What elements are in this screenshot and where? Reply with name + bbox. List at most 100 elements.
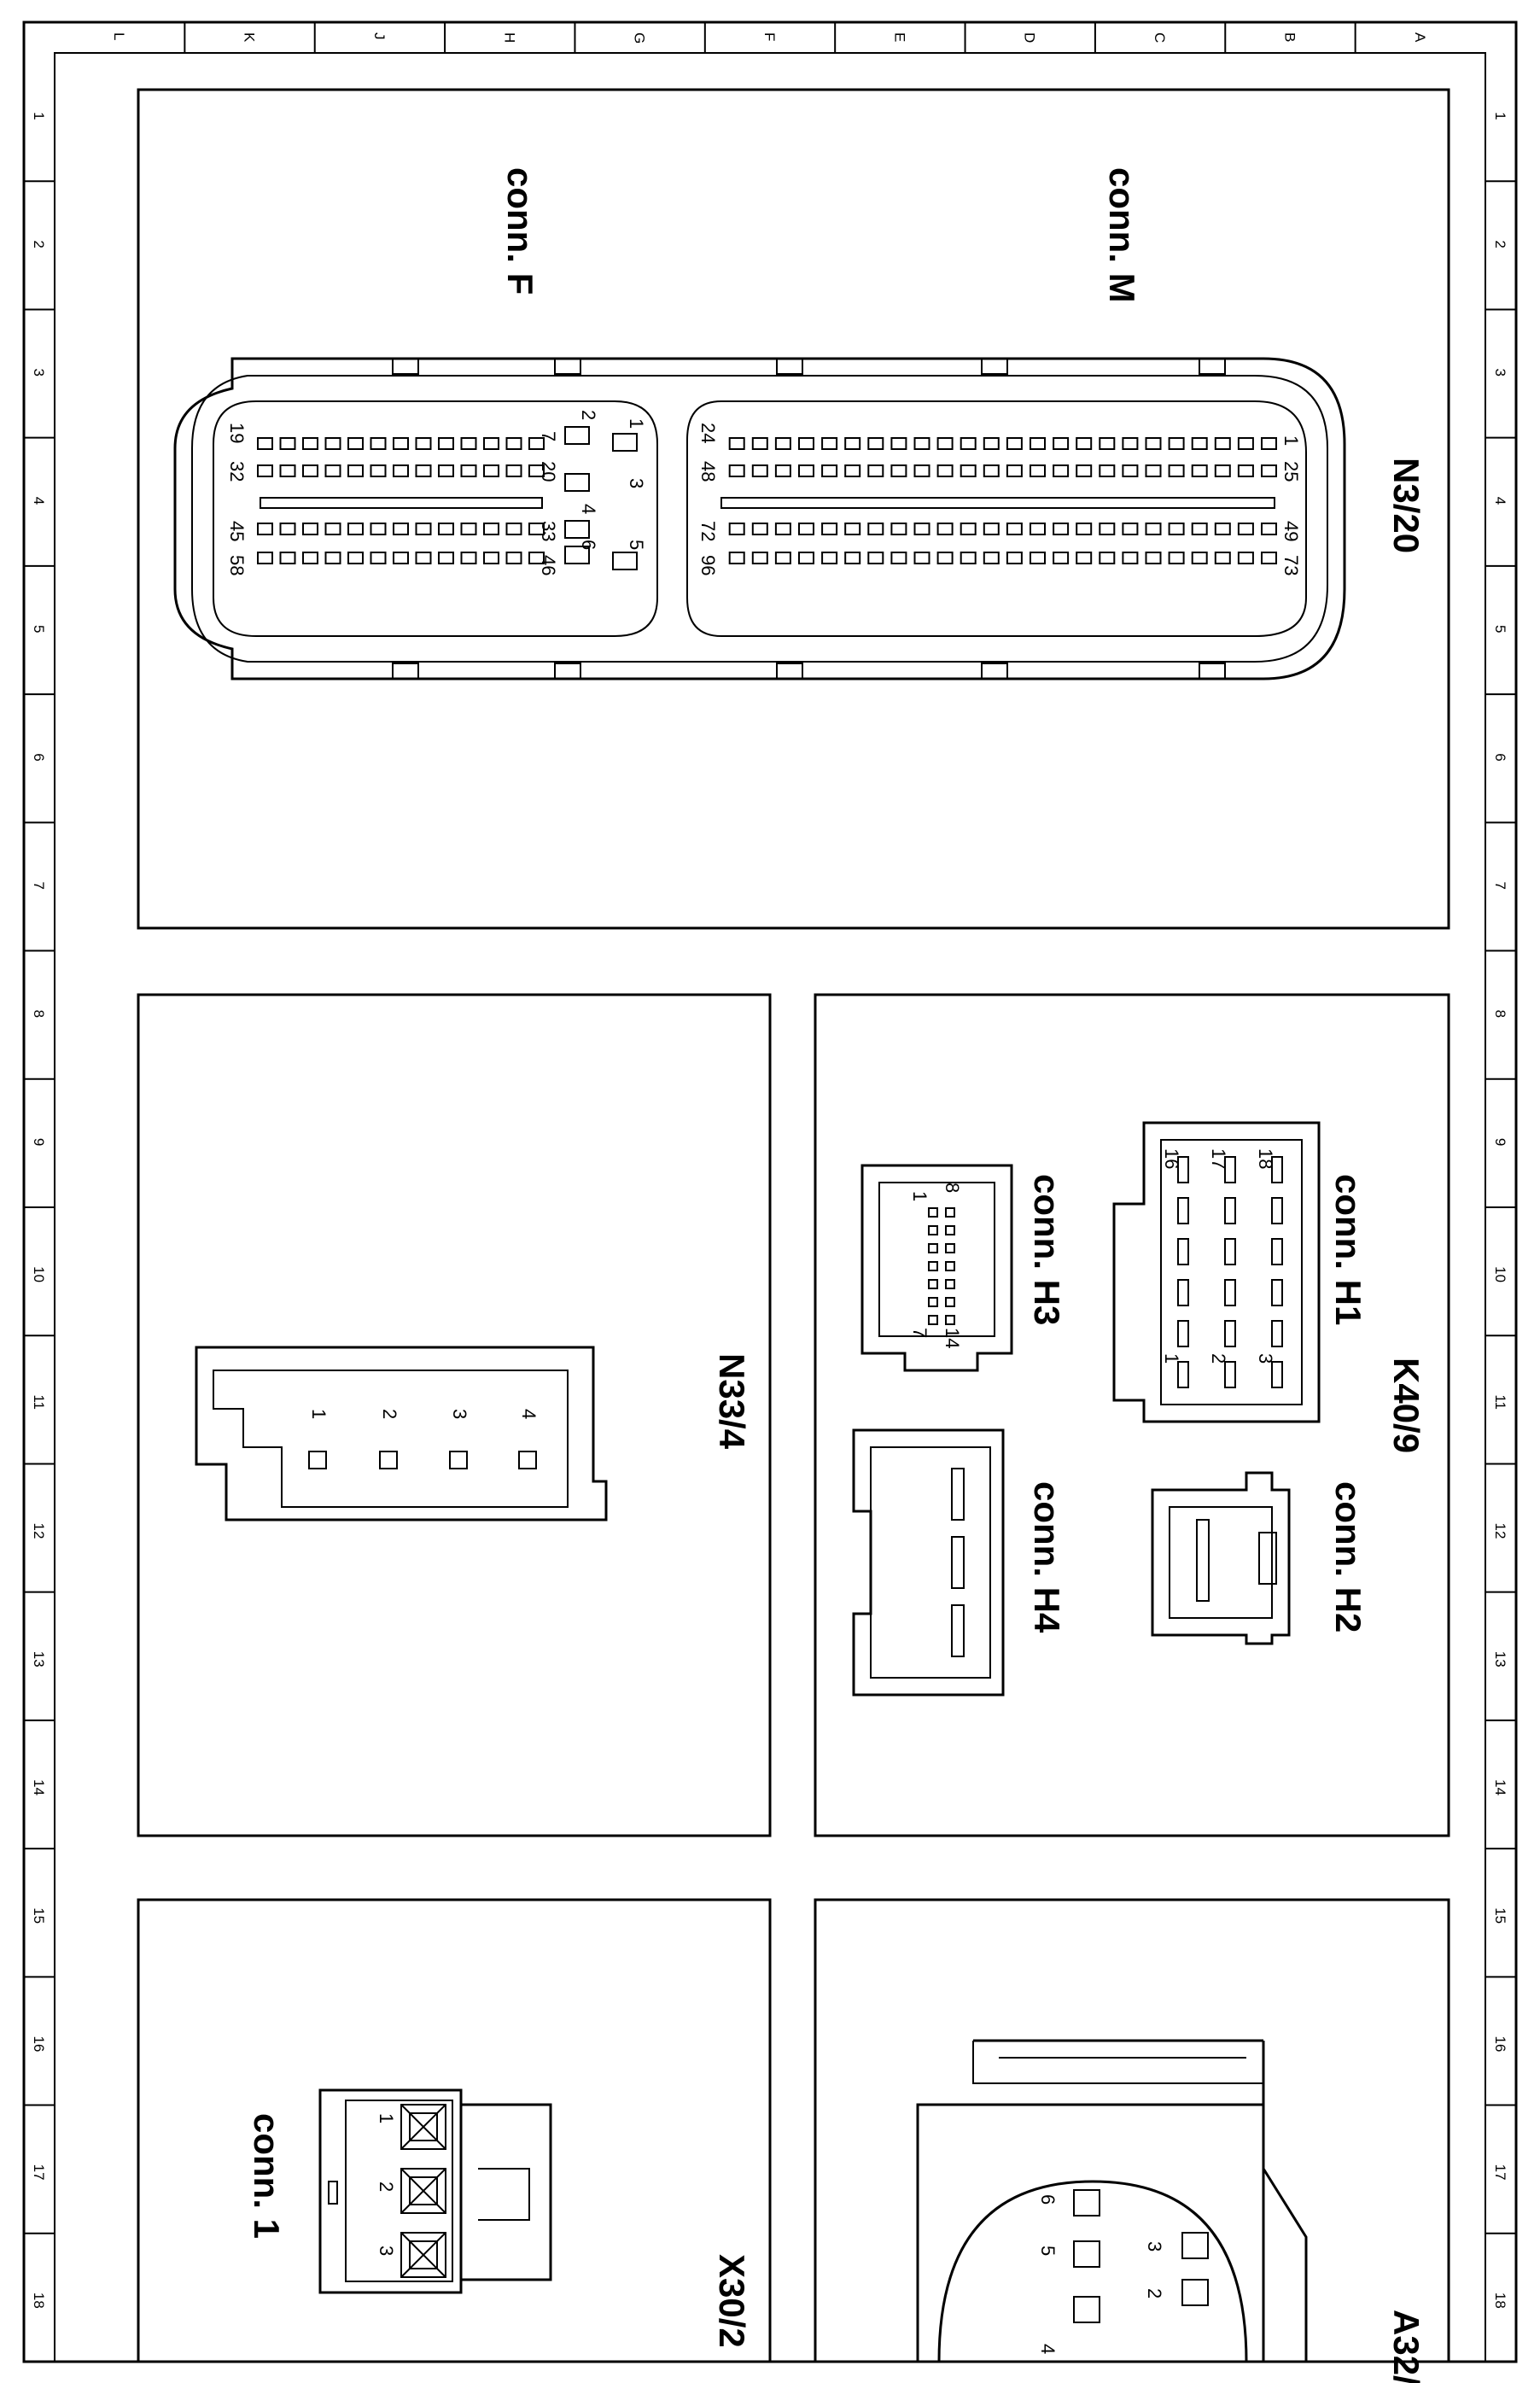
h3-pin-7: 7	[909, 1328, 930, 1338]
m-pin-cavity	[1099, 552, 1116, 564]
m-pin-cavity	[1168, 464, 1185, 477]
f-pin-cavity	[347, 437, 364, 450]
m-pin-cavity	[1214, 464, 1231, 477]
m-pin-cavity	[1053, 523, 1070, 535]
m-pin-cavity	[844, 437, 861, 450]
h4-blade-1	[951, 1468, 965, 1521]
m-pin-cavity	[1261, 437, 1277, 450]
conn-1-label: conn. 1	[247, 2113, 287, 2239]
m-pin-cavity	[960, 552, 977, 564]
grid-letter: K	[242, 32, 258, 43]
f-pin-cavity	[483, 523, 499, 535]
f-pin-cavity	[257, 464, 273, 477]
grid-number: 12	[1492, 1523, 1508, 1539]
f-pin-cavity	[460, 437, 477, 450]
m-pin-cavity	[798, 437, 814, 450]
f-pin-cavity	[257, 523, 273, 535]
m-pin-cavity	[1006, 464, 1023, 477]
h1-pin-17: 17	[1208, 1148, 1229, 1169]
h1-pin-cavity	[1224, 1238, 1236, 1265]
f-pin-58: 58	[226, 555, 248, 575]
n33-pin-box-1	[308, 1451, 327, 1469]
f-pin-cavity	[347, 464, 364, 477]
grid-letter: B	[1281, 32, 1298, 42]
m-pin-cavity	[821, 523, 838, 535]
m-pin-cavity	[913, 523, 930, 535]
conn-h1-label: conn. H1	[1328, 1174, 1368, 1325]
m-pin-cavity	[913, 437, 930, 450]
f-pin-19: 19	[226, 423, 248, 443]
h3-pin-cavity	[928, 1207, 938, 1218]
grid-number: 8	[31, 1010, 47, 1018]
h1-pin-cavity	[1224, 1279, 1236, 1306]
f-pin-cavity	[279, 523, 296, 535]
m-pin-1: 1	[1280, 435, 1302, 446]
panel-a32: A32/1 6 5 4 3 2	[814, 1898, 1450, 2383]
m-pin-cavity	[1168, 552, 1185, 564]
m-pin-cavity	[936, 437, 954, 450]
m-pin-cavity	[1145, 552, 1162, 564]
conn-h3-body: 8 1 14 7	[860, 1164, 1013, 1372]
n33-pin-box-4	[518, 1451, 537, 1469]
m-pin-cavity	[1076, 464, 1093, 477]
h1-pin-cavity	[1271, 1156, 1283, 1183]
f-pin-33: 33	[538, 521, 559, 541]
f-power-pin-5	[612, 552, 638, 570]
m-pin-cavity	[1030, 464, 1046, 477]
conn-h3-label: conn. H3	[1027, 1174, 1067, 1325]
m-pin-cavity	[774, 437, 791, 450]
m-pin-cavity	[890, 464, 907, 477]
grid-number: 7	[31, 881, 47, 889]
f-pin-4: 4	[578, 504, 599, 514]
x30-terminal-inner	[409, 2240, 438, 2269]
n33-4-connector: 1 2 3 4	[195, 1346, 608, 1521]
grid-number: 4	[1492, 497, 1508, 505]
h3-pin-cavity	[945, 1297, 955, 1307]
h1-pin-18: 18	[1255, 1148, 1276, 1169]
h1-pin-cavity	[1271, 1197, 1283, 1224]
h4-blade-2	[951, 1536, 965, 1589]
m-pin-cavity	[983, 437, 1000, 450]
grid-number: 13	[31, 1651, 47, 1668]
f-pin-cavity	[460, 464, 477, 477]
f-pin-cavity	[302, 464, 318, 477]
h1-pin-cavity	[1271, 1320, 1283, 1347]
n33-pin-4: 4	[518, 1409, 540, 1419]
h3-pin-1: 1	[909, 1191, 930, 1201]
f-pin-cavity	[393, 552, 409, 564]
m-pin-cavity	[821, 437, 838, 450]
f-pin-cavity	[438, 464, 454, 477]
f-pin-cavity	[302, 523, 318, 535]
grid-letter: D	[1022, 32, 1038, 43]
conn-f-label: conn. F	[500, 167, 540, 295]
m-pin-cavity	[890, 552, 907, 564]
conn-m-pin-grid	[728, 437, 1277, 564]
grid-letter: C	[1152, 32, 1168, 43]
grid-number: 16	[31, 2035, 47, 2052]
conn-h1-pin-grid	[1177, 1156, 1283, 1388]
grid-letter: F	[761, 32, 778, 41]
n33-pin-box-3	[449, 1451, 468, 1469]
conn-h4-body	[852, 1428, 1005, 1697]
grid-letter: G	[632, 32, 648, 44]
h1-pin-cavity	[1224, 1156, 1236, 1183]
f-pin-32: 32	[226, 461, 248, 482]
m-pin-cavity	[1145, 437, 1162, 450]
x30-terminal-inner	[409, 2176, 438, 2205]
m-pin-cavity	[751, 464, 768, 477]
h3-pin-cavity	[945, 1207, 955, 1218]
f-pin-cavity	[438, 552, 454, 564]
m-pin-cavity	[1191, 552, 1208, 564]
m-pin-cavity	[1053, 552, 1070, 564]
m-pin-cavity	[1261, 464, 1277, 477]
m-pin-cavity	[728, 437, 745, 450]
grid-number: 3	[1492, 369, 1508, 377]
f-pin-45: 45	[226, 521, 248, 541]
grid-number: 13	[1492, 1651, 1508, 1668]
m-pin-cavity	[774, 552, 791, 564]
f-pin-1: 1	[626, 418, 647, 429]
m-pin-cavity	[890, 437, 907, 450]
f-pin-cavity	[505, 437, 522, 450]
h3-pin-cavity	[928, 1261, 938, 1271]
